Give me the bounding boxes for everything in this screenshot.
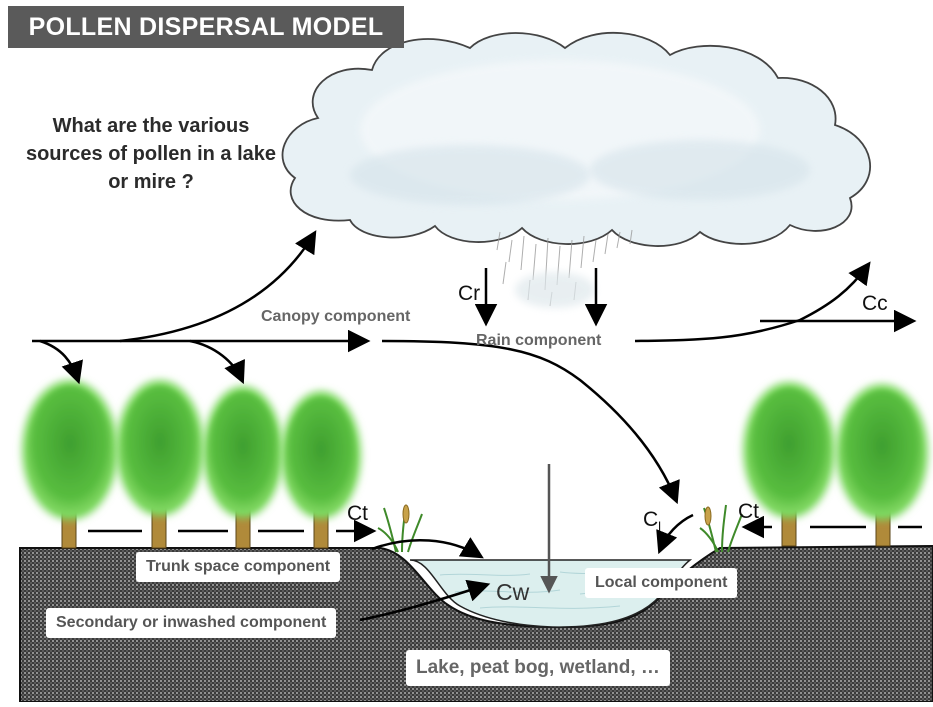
ct-left-symbol: Ct	[347, 502, 368, 525]
wind-arrows	[32, 230, 917, 622]
cl-symbol: Cl	[643, 508, 661, 534]
local-component-label: Local component	[585, 568, 738, 598]
cc-symbol: Cc	[862, 292, 888, 315]
question-text: What are the various sources of pollen i…	[25, 115, 277, 193]
tree-right-1	[743, 382, 835, 547]
tree-left-2	[116, 380, 204, 549]
tree-left-4	[281, 391, 361, 549]
cl-symbol-main: C	[643, 508, 659, 531]
secondary-component-label: Secondary or inwashed component	[46, 608, 337, 638]
rain-component-label: Rain component	[476, 332, 602, 349]
basin-label: Lake, peat bog, wetland, …	[406, 650, 670, 686]
cr-symbol: Cr	[458, 282, 481, 305]
tree-left-1	[22, 380, 118, 549]
reeds-right	[699, 504, 743, 553]
title-bar: POLLEN DISPERSAL MODEL	[8, 6, 404, 48]
rain-cloud	[281, 31, 872, 247]
reeds-left	[377, 504, 423, 553]
tree-left-3	[203, 386, 283, 549]
tree-right-2	[836, 384, 928, 547]
ct-right-symbol: Ct	[738, 500, 759, 523]
canopy-component-label: Canopy component	[261, 308, 411, 325]
cl-symbol-sub: l	[658, 519, 662, 535]
trunk-space-label: Trunk space component	[136, 552, 341, 582]
cw-symbol: Cw	[496, 579, 530, 605]
rain-haze	[515, 272, 595, 308]
